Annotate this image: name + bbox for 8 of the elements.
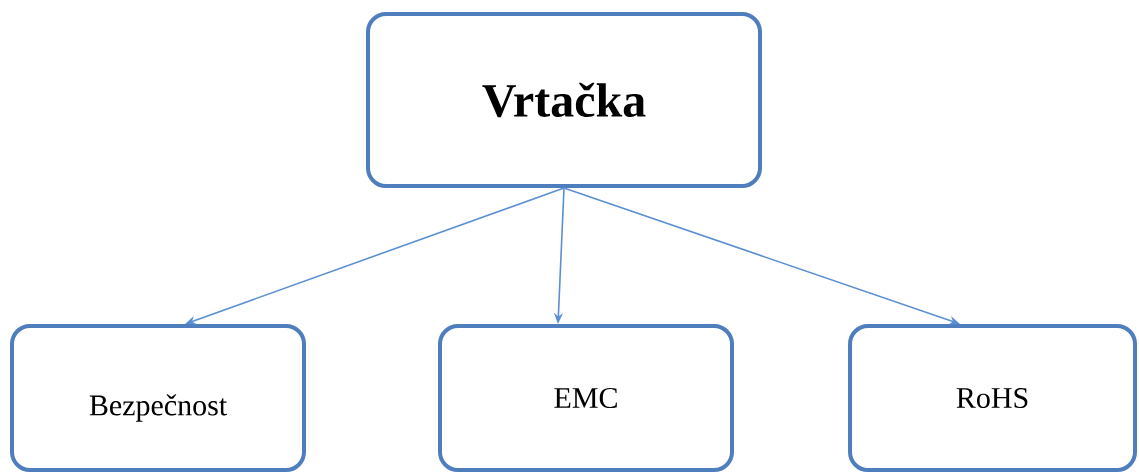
node-label: RoHS	[956, 387, 1028, 409]
node-label: Bezpečnost	[89, 394, 227, 422]
category-box	[10, 324, 306, 472]
category-box	[848, 324, 1137, 472]
title-box	[366, 12, 762, 188]
category-box	[438, 324, 734, 472]
node-label: Vrtačka	[482, 82, 646, 118]
node-label: EMC	[554, 387, 617, 409]
